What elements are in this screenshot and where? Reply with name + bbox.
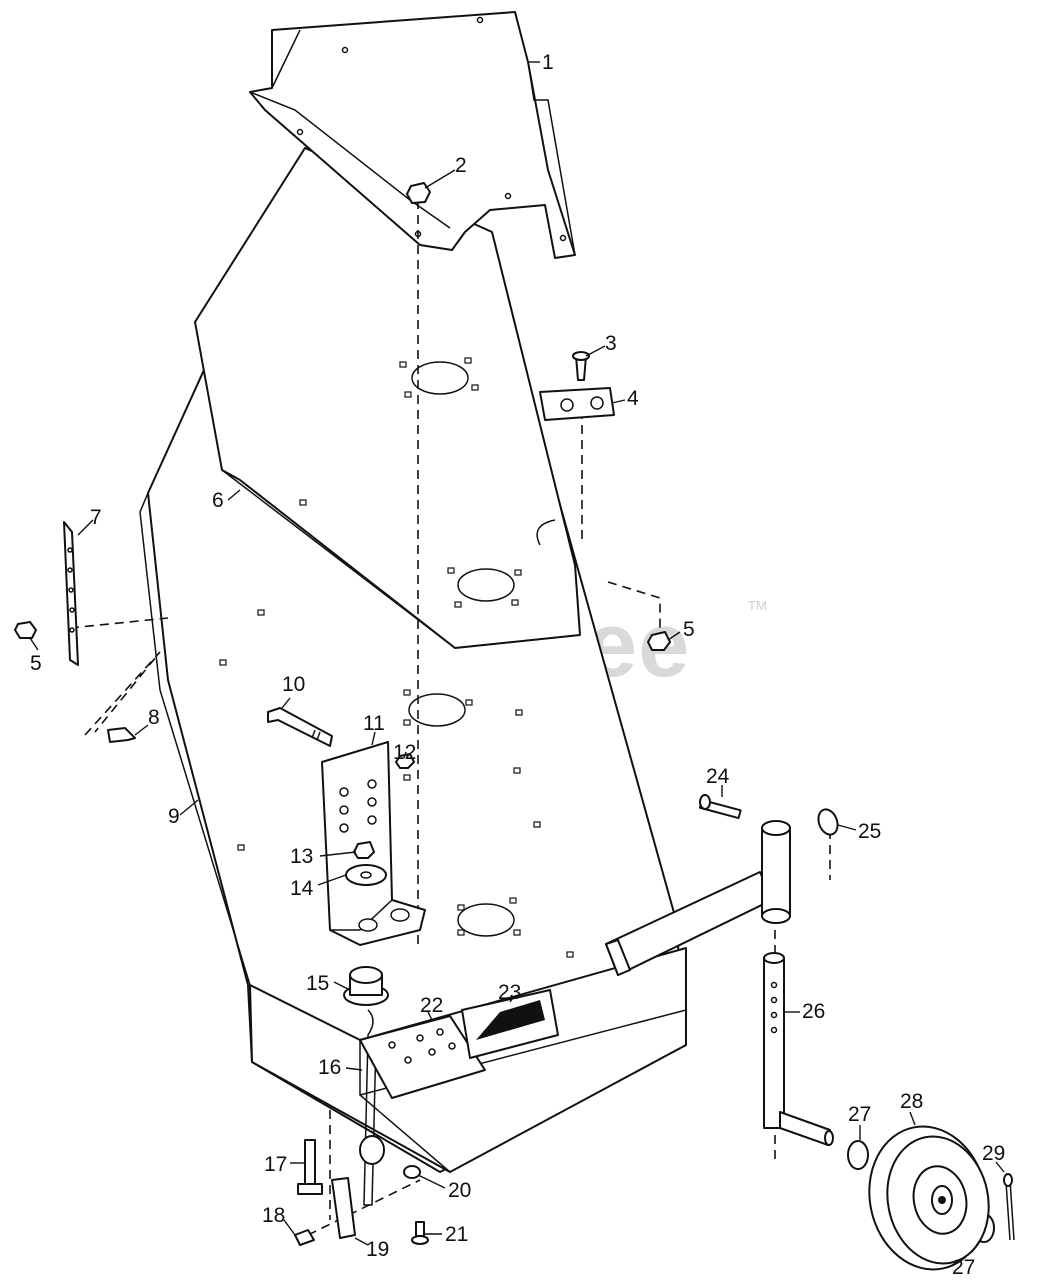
- callout-10: 10: [282, 673, 305, 696]
- bolt-part-10: [267, 707, 333, 747]
- nut-part-12: [395, 753, 415, 769]
- callout-5-left: 5: [30, 652, 42, 675]
- chute-bracket: [249, 11, 576, 259]
- callout-13: 13: [290, 845, 313, 868]
- clip-part-25: [817, 808, 839, 836]
- callout-labels: 1 2 3 4 5 5 6 7 8 9 10 11 12 13 14 15 16…: [30, 51, 1005, 1279]
- callout-20: 20: [448, 1179, 471, 1202]
- screw-part-21: [411, 1221, 429, 1245]
- callout-5-right: 5: [683, 618, 695, 641]
- post-part-26: [763, 952, 834, 1146]
- rod-part-16: [363, 1009, 377, 1206]
- pin-part-24: [698, 794, 742, 820]
- callout-6: 6: [212, 489, 224, 512]
- callout-4: 4: [627, 387, 639, 410]
- bracket-part-19: [331, 1177, 356, 1239]
- callout-28: 28: [900, 1090, 923, 1113]
- roller-part-15: [343, 966, 389, 1006]
- callout-22: 22: [420, 994, 443, 1017]
- callout-14: 14: [290, 877, 314, 900]
- plate-part-22: [359, 1015, 486, 1099]
- callout-23: 23: [498, 981, 521, 1004]
- nut-part-5-left: [14, 621, 37, 639]
- washer-part-20: [403, 1165, 421, 1179]
- washer-part-27-inner: [847, 1140, 869, 1170]
- callout-9: 9: [168, 805, 180, 828]
- arm-assembly: [605, 820, 791, 976]
- nut-part-2: [406, 182, 431, 204]
- callout-16: 16: [318, 1056, 341, 1079]
- callout-21: 21: [445, 1223, 468, 1246]
- callout-25: 25: [858, 820, 881, 843]
- callout-27-top: 27: [848, 1103, 871, 1126]
- clamp-part-4: [539, 351, 615, 421]
- plate-part-7: [63, 521, 79, 666]
- decal-part-23: [461, 989, 559, 1059]
- bolt-part-17: [297, 1139, 323, 1195]
- watermark-trademark: TM: [748, 598, 767, 613]
- callout-2: 2: [455, 154, 467, 177]
- callout-26: 26: [802, 1000, 825, 1023]
- callout-17: 17: [264, 1153, 287, 1176]
- bracket-part-11: [321, 741, 426, 946]
- callout-12: 12: [393, 741, 416, 764]
- nut-part-13: [353, 841, 375, 859]
- callout-15: 15: [306, 972, 329, 995]
- callout-24: 24: [706, 765, 730, 788]
- callout-3: 3: [605, 332, 617, 355]
- callout-27-bottom: 27: [952, 1256, 975, 1279]
- screw-part-18: [294, 1229, 315, 1246]
- callout-19: 19: [366, 1238, 389, 1261]
- callout-18: 18: [262, 1204, 285, 1227]
- wheel-part-28: [868, 1125, 990, 1271]
- pin-part-29: [1003, 1173, 1015, 1241]
- callout-29: 29: [982, 1142, 1005, 1165]
- nut-part-5-right: [647, 631, 671, 651]
- leader-lines: [29, 61, 1005, 1253]
- callout-1: 1: [542, 51, 554, 74]
- callout-8: 8: [148, 706, 160, 729]
- callout-11: 11: [363, 712, 385, 735]
- callout-7: 7: [90, 506, 102, 529]
- screw-part-8: [107, 727, 136, 743]
